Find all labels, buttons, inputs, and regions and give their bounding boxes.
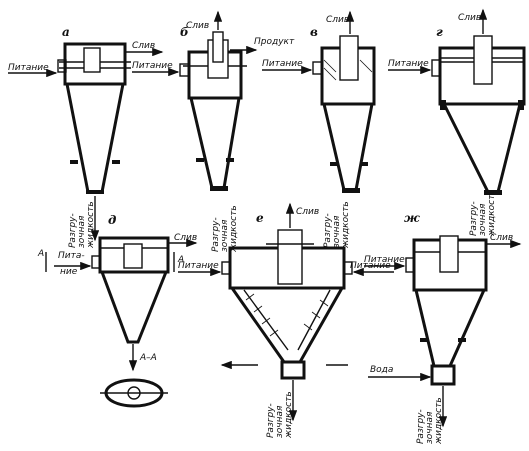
variant-e-section-label: A–A: [139, 353, 157, 363]
variant-d-cone: [442, 103, 522, 194]
variant-b-underflow-line1: Разгру-: [211, 217, 221, 252]
variant-a-underflow-line2: зочная: [77, 215, 87, 248]
variant-c-cone: [322, 103, 374, 192]
variant-d-inlet: [431, 59, 441, 77]
variant-c-underflow-line3: жидкость: [341, 201, 351, 249]
variant-a-letter: а: [62, 25, 70, 39]
variant-g-vortex-finder: [439, 235, 459, 273]
variant-d: г Слив Питание Разгру- зочная жидкость: [388, 8, 526, 237]
variant-f-overflow-label: Слив: [296, 207, 319, 217]
variant-b-inlet: [179, 63, 190, 77]
variant-f-apex: [280, 360, 306, 380]
variant-b-apex: [210, 186, 228, 191]
variant-b-feed-label: Питание: [132, 61, 173, 71]
variant-g-letter: ж: [404, 211, 420, 225]
variant-f-underflow-line2: зочная: [275, 405, 285, 438]
variant-g: ж Слив Питание Вода Разгру- зочная жидко…: [364, 211, 522, 445]
variant-a-inlet: [57, 59, 67, 73]
variant-e-vortex-finder: [123, 243, 143, 269]
variant-e-section-mark-right: A: [177, 255, 184, 265]
variant-c-feed-label: Питание: [262, 59, 303, 69]
variant-a-cone: [65, 83, 125, 194]
variant-d-apex: [484, 190, 502, 195]
variant-e-overflow-label: Слив: [174, 233, 197, 243]
variant-e-section-mark-left: A: [37, 249, 44, 259]
variant-e-inlet: [91, 255, 101, 269]
variant-f-feed-left-label: Питание: [178, 261, 219, 271]
variant-b-underflow-line2: зочная: [220, 219, 230, 252]
variant-e-cone: [100, 271, 168, 344]
variant-c-apex: [342, 188, 360, 193]
variant-g-feed-label: Питание: [364, 255, 405, 265]
variant-c-underflow-line2: зочная: [332, 215, 342, 248]
variant-f-underflow-line3: жидкость: [284, 391, 294, 439]
variant-d-letter: г: [436, 25, 443, 39]
variant-e: д Слив Пита- ние A A A–A: [37, 213, 198, 408]
variant-a: а Питание Слив Разгру- зочная жидкость: [8, 25, 164, 249]
variant-d-underflow-line2: зочная: [478, 203, 488, 236]
variant-c-letter: в: [310, 25, 318, 39]
variant-c-underflow-line1: Разгру-: [323, 213, 333, 248]
variant-c-inlet: [312, 61, 323, 75]
variant-f-vortex-finder: [277, 229, 303, 285]
variant-b-product-label: Продукт: [254, 37, 295, 47]
variant-a-feed-label: Питание: [8, 63, 49, 73]
variant-f-letter: е: [256, 211, 264, 225]
variant-a-underflow-line3: жидкость: [86, 201, 96, 249]
variant-g-water-label: Вода: [370, 365, 393, 375]
variant-c-vortex-finder: [339, 35, 359, 81]
variant-b-overflow-label: Слив: [186, 21, 209, 31]
variant-e-letter: д: [108, 213, 116, 227]
variant-a-vortex-finder: [83, 47, 101, 73]
variant-a-cylinder: [63, 42, 127, 86]
variant-f-underflow-line1: Разгру-: [266, 403, 276, 438]
variant-d-overflow-label: Слив: [458, 13, 481, 23]
variant-a-overflow-label: Слив: [132, 41, 155, 51]
variant-b-underflow-line3: жидкость: [229, 205, 239, 253]
variant-e-cylinder: [98, 236, 170, 274]
variant-d-underflow-line3: жидкость: [487, 189, 497, 237]
variant-f-inlet-right: [343, 261, 353, 275]
variant-d-vortex-finder: [473, 35, 493, 85]
variant-g-water-chamber: [430, 364, 456, 386]
variant-e-feed-line2: ние: [60, 267, 78, 277]
variant-d-feed-label: Питание: [388, 59, 429, 69]
variant-d-underflow-line1: Разгру-: [469, 201, 479, 236]
variant-a-apex: [86, 190, 104, 194]
variant-f-inner-lining: [243, 289, 331, 351]
variant-a-underflow-line1: Разгру-: [68, 213, 78, 248]
variant-c: в Слив Питание Разгру- зочная жидкость: [262, 10, 376, 249]
variant-b-cone: [189, 97, 241, 190]
variant-e-feed-line1: Пита-: [58, 251, 85, 261]
variant-b-letter: б: [180, 25, 189, 39]
variant-f-inlet-left: [221, 261, 231, 275]
variant-c-overflow-label: Слив: [326, 15, 349, 25]
variant-g-underflow-line2: зочная: [425, 411, 435, 444]
variant-g-inlet: [405, 257, 415, 273]
variant-g-cone: [414, 289, 486, 368]
variant-b: б Слив Продукт Питание Разгру- зочная жи…: [132, 10, 295, 253]
variant-g-underflow-line1: Разгру-: [416, 409, 426, 444]
variant-g-overflow-label: Слив: [490, 233, 513, 243]
variant-g-underflow-line3: жидкость: [434, 397, 444, 445]
